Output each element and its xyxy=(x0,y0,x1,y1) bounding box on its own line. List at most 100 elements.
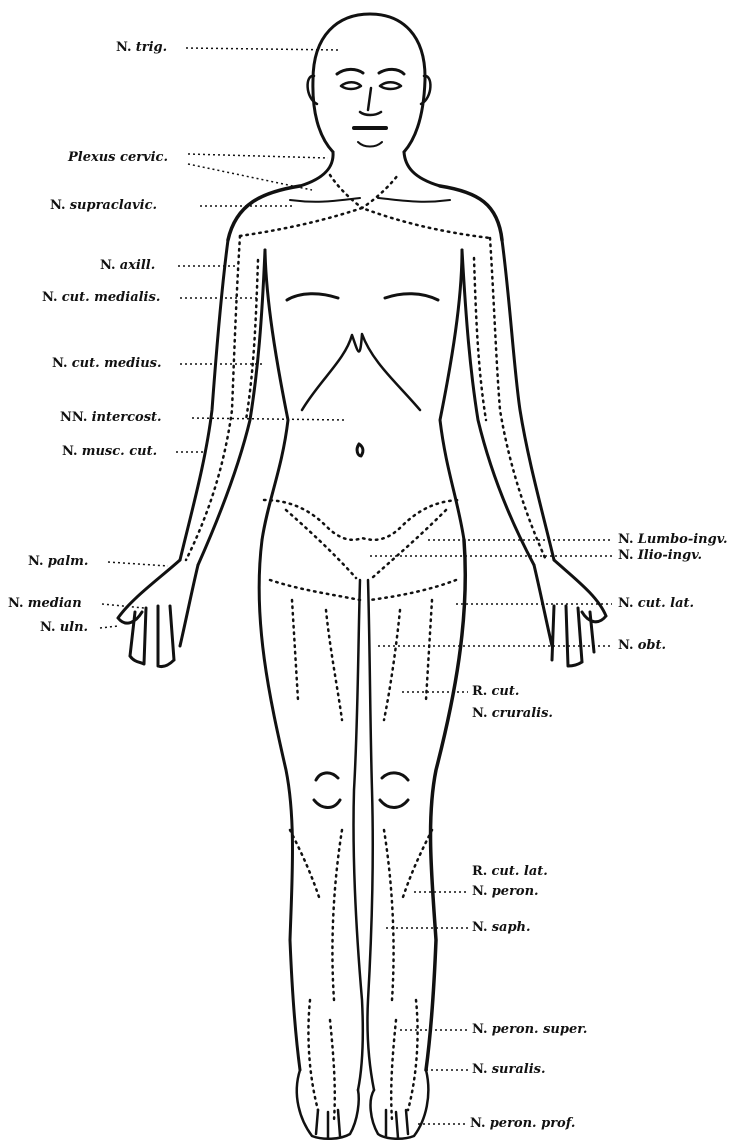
leader-uln xyxy=(100,626,118,628)
neck-cervical-boundary xyxy=(330,175,398,208)
label-term: palm. xyxy=(48,554,89,569)
label-n-lumbo-ingv: N. Lumbo-ingv. xyxy=(618,532,727,548)
clavicles xyxy=(290,198,450,202)
head-outline xyxy=(313,14,425,152)
left-hand xyxy=(118,560,198,667)
left-shoulder xyxy=(228,186,300,240)
leader-palm xyxy=(108,562,168,566)
label-term: cruralis. xyxy=(492,706,553,721)
label-term: median xyxy=(28,596,82,611)
rib-margin xyxy=(302,334,420,410)
label-n-cut-medialis: N. cut. medialis. xyxy=(42,290,160,306)
label-prefix: N. xyxy=(62,444,78,459)
label-prefix: N. xyxy=(618,596,634,611)
label-term: cut. medialis. xyxy=(62,290,161,305)
label-prefix: N. xyxy=(100,258,116,273)
thigh-boundary-right xyxy=(370,580,456,720)
torso-left xyxy=(262,250,288,540)
label-n-musc-cut: N. musc. cut. xyxy=(62,444,157,460)
label-n-uln: N. uln. xyxy=(40,620,88,636)
left-eye xyxy=(341,82,361,89)
label-prefix: N. xyxy=(472,884,488,899)
shin-boundary-left xyxy=(290,830,342,1000)
inguinal-boundary xyxy=(286,510,446,578)
label-n-suralis: N. suralis. xyxy=(472,1062,545,1078)
left-brow xyxy=(337,69,363,74)
left-knee xyxy=(314,773,340,808)
inner-leg-left xyxy=(353,580,362,1090)
label-term: supraclavic. xyxy=(70,198,157,213)
label-n-ilio-ingv: N. Ilio-ingv. xyxy=(618,548,702,564)
label-n-peron: N. peron. xyxy=(472,884,539,900)
thigh-boundary-left xyxy=(270,580,360,720)
navel xyxy=(357,444,363,456)
leader-median xyxy=(102,604,144,608)
label-n-cut-medius: N. cut. medius. xyxy=(52,356,162,372)
chest-left xyxy=(287,294,338,300)
label-prefix: N. xyxy=(618,532,634,547)
label-prefix: N. xyxy=(52,356,68,371)
right-foot xyxy=(371,1070,429,1139)
label-prefix: N. xyxy=(8,596,24,611)
label-term: axill. xyxy=(120,258,156,273)
label-prefix: N. xyxy=(472,1022,488,1037)
label-r-cut: R. cut. xyxy=(472,684,519,700)
label-term: peron. super. xyxy=(492,1022,588,1037)
right-eye xyxy=(380,82,401,89)
label-n-cut-lat: N. cut. lat. xyxy=(618,596,694,612)
label-term: uln. xyxy=(60,620,88,635)
foot-boundary-right xyxy=(391,1000,417,1120)
label-term: cut. xyxy=(491,684,519,699)
nose xyxy=(360,88,381,115)
label-term: peron. prof. xyxy=(490,1116,576,1131)
label-term: Ilio-ingv. xyxy=(638,548,702,563)
label-prefix: N. xyxy=(40,620,56,635)
label-n-supraclavic: N. supraclavic. xyxy=(50,198,157,214)
right-hand xyxy=(534,560,606,666)
label-term: saph. xyxy=(492,920,531,935)
label-term: cut. lat. xyxy=(491,864,547,879)
label-term: obt. xyxy=(638,638,666,653)
label-prefix: N. xyxy=(472,1062,488,1077)
label-n-trig: N. trig. xyxy=(116,40,167,56)
chin xyxy=(358,142,382,147)
label-term: musc. cut. xyxy=(82,444,157,459)
shoulder-boundary xyxy=(240,208,490,238)
shin-boundary-right xyxy=(384,830,432,1000)
chest-right xyxy=(385,294,438,300)
label-n-saph: N. saph. xyxy=(472,920,531,936)
right-arm-inner xyxy=(462,250,534,565)
inner-leg-right xyxy=(367,580,374,1090)
label-prefix: NN. xyxy=(60,410,87,425)
label-n-peron-super: N. peron. super. xyxy=(472,1022,587,1038)
label-n-median: N. median xyxy=(8,596,82,612)
label-prefix: N. xyxy=(618,638,634,653)
torso-right xyxy=(440,250,464,540)
label-prefix: N. xyxy=(472,706,488,721)
label-prefix: N. xyxy=(28,554,44,569)
foot-boundary-left xyxy=(308,1000,334,1120)
label-prefix: N. xyxy=(472,920,488,935)
label-term: trig. xyxy=(136,40,167,55)
label-prefix: N. xyxy=(618,548,634,563)
label-prefix: R. xyxy=(472,864,487,879)
label-term: cut. medius. xyxy=(72,356,162,371)
label-n-peron-prof: N. peron. prof. xyxy=(470,1116,575,1132)
neck-left xyxy=(300,152,333,186)
label-nn-intercost: NN. intercost. xyxy=(60,410,162,426)
label-prefix: N. xyxy=(50,198,66,213)
label-prefix: N. xyxy=(116,40,132,55)
left-foot xyxy=(297,1070,359,1139)
right-knee xyxy=(380,773,408,808)
leader-intercost xyxy=(192,418,346,420)
label-term: Plexus cervic. xyxy=(68,150,168,165)
label-n-palm: N. palm. xyxy=(28,554,88,570)
right-brow xyxy=(379,69,404,74)
label-term: cut. lat. xyxy=(638,596,694,611)
label-term: suralis. xyxy=(492,1062,546,1077)
label-term: Lumbo-ingv. xyxy=(638,532,728,547)
label-prefix: N. xyxy=(42,290,58,305)
neck-right xyxy=(404,152,440,186)
